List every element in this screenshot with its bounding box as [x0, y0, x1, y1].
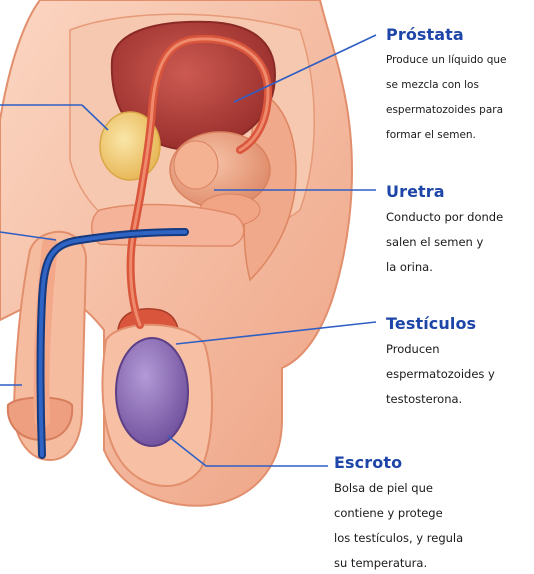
label-uretra: Uretra Conducto por donde salen el semen…: [386, 182, 534, 280]
label-testiculos: Testículos Producen espermatozoides y te…: [386, 314, 534, 412]
label-prostata: Próstata Produce un líquido que se mezcl…: [386, 25, 534, 148]
prostata-description: Produce un líquido que se mezcla con los…: [386, 48, 534, 148]
escroto-title: Escroto: [334, 453, 524, 472]
testiculos-description: Producen espermatozoides y testosterona.: [386, 337, 534, 412]
testicle: [116, 338, 188, 446]
escroto-description: Bolsa de piel que contiene y protege los…: [334, 476, 524, 574]
uretra-description: Conducto por donde salen el semen y la o…: [386, 205, 534, 280]
testiculos-title: Testículos: [386, 314, 534, 333]
prostata-title: Próstata: [386, 25, 534, 44]
label-escroto: Escroto Bolsa de piel que contiene y pro…: [334, 453, 524, 574]
uretra-title: Uretra: [386, 182, 534, 201]
corpus-band: [92, 205, 244, 246]
